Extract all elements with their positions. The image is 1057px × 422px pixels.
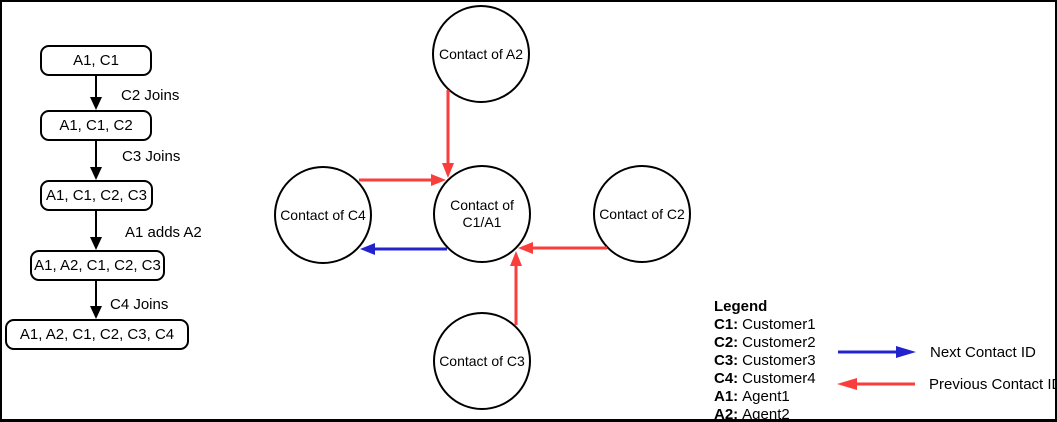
previous-contact-arrow-icon [837, 378, 915, 390]
legend-key-previous-contact: Previous Contact ID [837, 375, 1057, 393]
node-label: C1/A1 [462, 214, 502, 230]
previous-contact-label: Previous Contact ID [929, 375, 1057, 393]
legend-value: Customer3 [742, 352, 816, 369]
legend-key: C1: [714, 316, 739, 333]
flowchart-box-1: A1, C1 [40, 45, 152, 76]
flowchart-box-2-label: A1, C1, C2 [59, 117, 133, 134]
flowchart-box-4-label: A1, A2, C1, C2, C3 [34, 257, 161, 274]
legend-value: Customer2 [742, 334, 816, 351]
flowchart-transition-1: C2 Joins [121, 87, 180, 104]
flowchart-box-5-label: A1, A2, C1, C2, C3, C4 [19, 326, 175, 343]
node-contact-of-c4: Contact of C4 [274, 166, 372, 264]
legend-key: C3: [714, 352, 739, 369]
node-label: Contact of C4 [280, 206, 366, 223]
legend-entry-c1: C1:Customer1 [714, 316, 816, 334]
arrow-head [90, 306, 102, 319]
node-label: Contact of [450, 197, 514, 213]
next-contact-arrow-icon [838, 346, 916, 358]
flowchart-down-arrow-icon [90, 281, 102, 319]
flowchart-down-arrow-icon [90, 76, 102, 110]
legend-entry-a1: A1:Agent1 [714, 388, 816, 406]
node-contact-of-c2: Contact of C2 [593, 165, 691, 263]
node-contact-of-a2: Contact of A2 [432, 5, 530, 103]
legend: Legend C1:Customer1 C2:Customer2 C3:Cust… [714, 298, 816, 422]
legend-key: C4: [714, 370, 739, 387]
flowchart-box-2: A1, C1, C2 [40, 110, 152, 141]
legend-key: A2: [714, 406, 739, 422]
legend-value: Agent1 [742, 388, 790, 405]
flowchart-box-5: A1, A2, C1, C2, C3, C4 [5, 319, 189, 350]
flowchart-transition-2: C3 Joins [122, 148, 181, 165]
edge-c2-to-c1a1-previous [518, 242, 607, 254]
node-label: Contact of C2 [599, 205, 685, 222]
arrow-head [90, 237, 102, 250]
node-label: Contact of C3 [439, 352, 525, 369]
arrow-shaft [95, 76, 97, 100]
legend-key: C2: [714, 334, 739, 351]
legend-entry-c2: C2:Customer2 [714, 334, 816, 352]
legend-key-next-contact: Next Contact ID [838, 343, 1036, 361]
arrow-shaft [95, 211, 97, 240]
arrow-head [90, 167, 102, 180]
legend-value: Agent2 [742, 406, 790, 422]
legend-value: Customer1 [742, 316, 816, 333]
node-contact-of-c3: Contact of C3 [433, 312, 531, 410]
edge-c1a1-to-c4-next [360, 243, 447, 255]
flowchart-down-arrow-icon [90, 141, 102, 180]
flowchart-box-3: A1, C1, C2, C3 [40, 180, 153, 211]
flowchart-box-4: A1, A2, C1, C2, C3 [30, 250, 165, 281]
arrow-shaft [95, 141, 97, 170]
legend-entry-a2: A2:Agent2 [714, 406, 816, 422]
flowchart-transition-3: A1 adds A2 [125, 224, 202, 241]
edge-a2-to-c1a1-previous [442, 90, 454, 178]
legend-value: Customer4 [742, 370, 816, 387]
node-contact-of-c1-a1: Contact of C1/A1 [433, 165, 531, 263]
edge-c4-to-c1a1-previous [359, 174, 446, 186]
flowchart-transition-4: C4 Joins [110, 296, 169, 313]
arrow-head [90, 97, 102, 110]
arrow-shaft [95, 281, 97, 309]
flowchart-down-arrow-icon [90, 211, 102, 250]
legend-title: Legend [714, 298, 768, 315]
flowchart-box-1-label: A1, C1 [73, 52, 119, 69]
legend-key: A1: [714, 388, 739, 405]
next-contact-label: Next Contact ID [930, 343, 1036, 361]
edge-c3-to-c1a1-previous [510, 251, 522, 325]
legend-entry-c4: C4:Customer4 [714, 370, 816, 388]
node-label: Contact of A2 [438, 45, 524, 62]
legend-entry-c3: C3:Customer3 [714, 352, 816, 370]
flowchart-box-3-label: A1, C1, C2, C3 [46, 187, 147, 204]
